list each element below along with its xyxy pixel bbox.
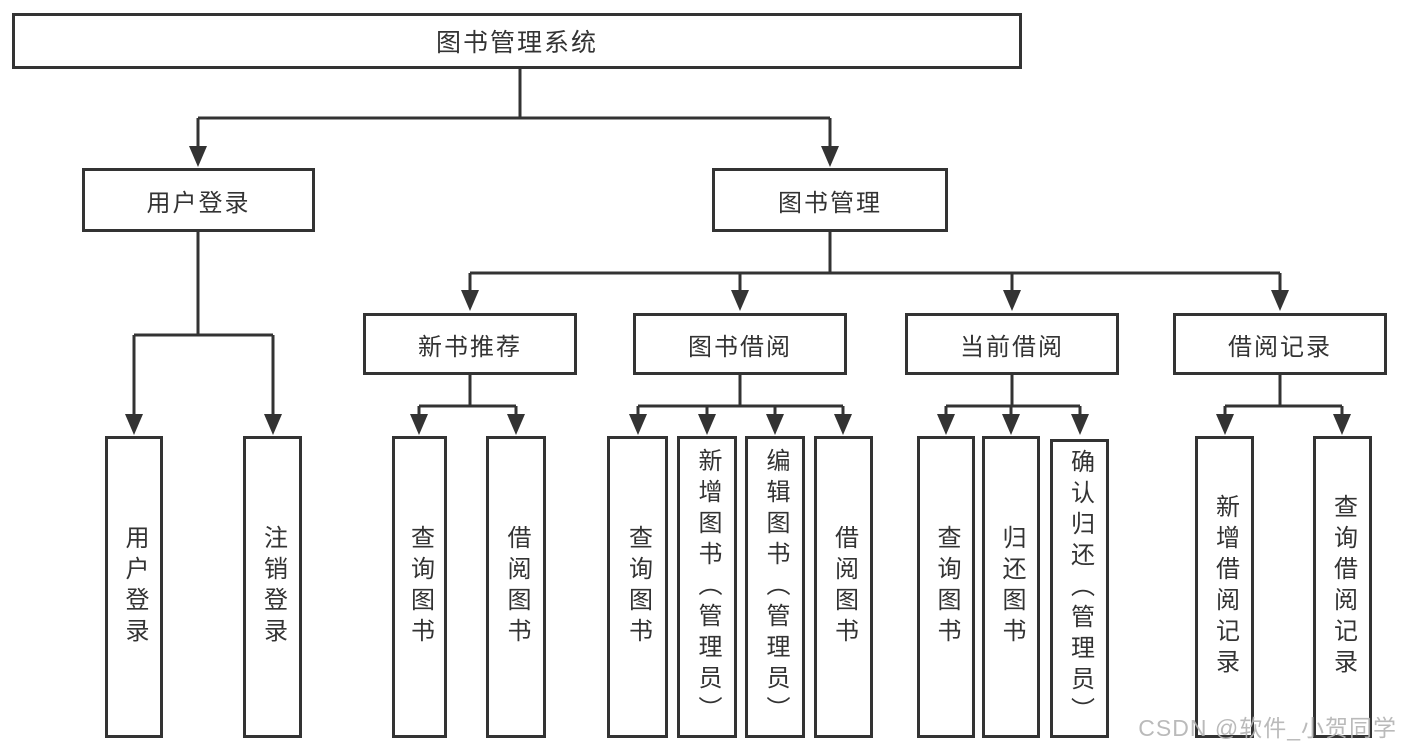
leaf-bb-borrow-book: 借阅图书	[814, 436, 873, 738]
arrowhead	[821, 146, 839, 167]
leaf-cb-confirm-return: 确认归还（管理员）	[1050, 439, 1109, 738]
connector-current-borrow-branch	[944, 375, 1082, 416]
arrowhead	[461, 290, 479, 311]
leaf-rec-query-book: 查询图书	[392, 436, 447, 738]
leaf-br-query-record: 查询借阅记录	[1313, 436, 1372, 738]
node-user-login: 用户登录	[82, 168, 315, 232]
connector-new-book-rec-branch	[417, 375, 518, 416]
arrowhead	[834, 414, 852, 435]
arrowhead	[1271, 290, 1289, 311]
connector-book-borrow-branch	[636, 375, 845, 416]
node-root: 图书管理系统	[12, 13, 1022, 69]
arrowhead	[189, 146, 207, 167]
connector-user-login-branch	[132, 232, 275, 416]
arrowhead	[629, 414, 647, 435]
arrowhead	[937, 414, 955, 435]
arrowhead	[1002, 414, 1020, 435]
arrowhead	[731, 290, 749, 311]
arrowhead	[1071, 414, 1089, 435]
node-new-book-rec: 新书推荐	[363, 313, 577, 375]
node-book-borrow: 图书借阅	[633, 313, 847, 375]
arrowhead	[1333, 414, 1351, 435]
leaf-cb-query-book: 查询图书	[917, 436, 975, 738]
arrowhead	[125, 414, 143, 435]
node-current-borrow: 当前借阅	[905, 313, 1119, 375]
arrowhead	[1003, 290, 1021, 311]
leaf-br-add-record: 新增借阅记录	[1195, 436, 1254, 738]
leaf-rec-borrow-book: 借阅图书	[486, 436, 546, 738]
arrowheads	[125, 146, 1351, 435]
arrowhead	[1216, 414, 1234, 435]
leaf-user-login: 用户登录	[105, 436, 163, 738]
leaf-cb-return-book: 归还图书	[982, 436, 1040, 738]
leaf-bb-add-book: 新增图书（管理员）	[677, 436, 737, 738]
arrowhead	[410, 414, 428, 435]
connector-root-to-level2	[196, 68, 832, 148]
leaf-bb-query-book: 查询图书	[607, 436, 668, 738]
leaf-bb-edit-book: 编辑图书（管理员）	[745, 436, 805, 738]
arrowhead	[766, 414, 784, 435]
arrowhead	[507, 414, 525, 435]
connector-borrow-records-branch	[1223, 375, 1344, 416]
node-borrow-records: 借阅记录	[1173, 313, 1387, 375]
arrowhead	[264, 414, 282, 435]
watermark: CSDN @软件_小贺同学	[1138, 715, 1397, 741]
node-book-mgmt: 图书管理	[712, 168, 948, 232]
arrowhead	[698, 414, 716, 435]
leaf-logout: 注销登录	[243, 436, 302, 738]
connector-book-mgmt-branch	[468, 232, 1282, 292]
